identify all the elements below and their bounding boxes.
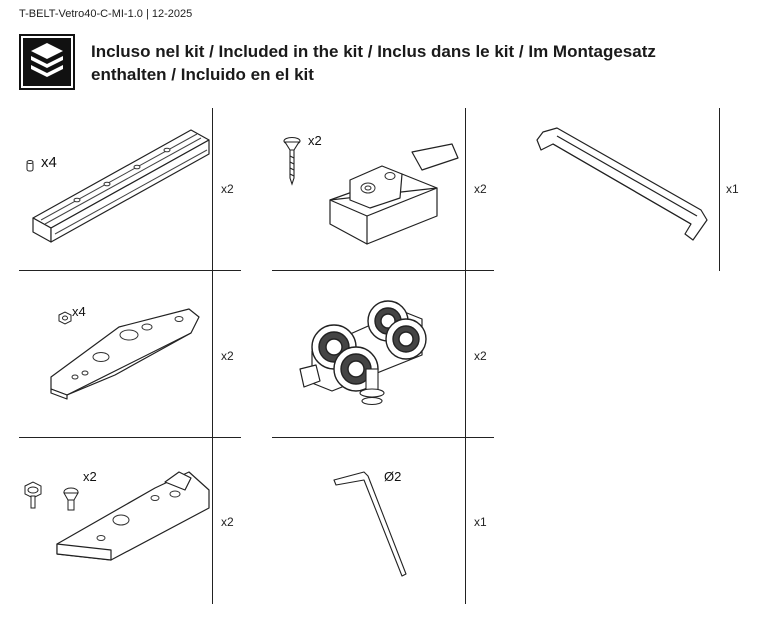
grid-divider <box>465 108 466 604</box>
grid-divider <box>719 108 720 271</box>
part-mounting-plate: x4 <box>19 271 212 437</box>
page-title: Incluso nel kit / Included in the kit / … <box>91 42 656 84</box>
part-aluminum-track: x4 <box>19 108 212 270</box>
part-callout: x4 <box>41 154 57 171</box>
grid-divider <box>272 270 494 271</box>
quantity-label: x1 <box>726 182 739 196</box>
aluminum-track-illustration <box>26 129 210 243</box>
grid-divider <box>272 437 494 438</box>
grid-divider <box>19 437 241 438</box>
hex-key-illustration <box>333 471 407 577</box>
part-callout: x4 <box>72 304 86 319</box>
bracket-illustration <box>283 136 459 245</box>
part-callout: x2 <box>308 133 322 148</box>
end-stop-block-illustration <box>24 471 210 561</box>
quantity-label: x2 <box>221 515 234 529</box>
part-callout: x2 <box>83 469 97 484</box>
document-code: T-BELT-Vetro40-C-MI-1.0 | 12-2025 <box>19 8 193 20</box>
box-parts-icon <box>19 34 75 90</box>
part-callout: Ø2 <box>384 469 402 484</box>
quantity-label: x2 <box>474 182 487 196</box>
roller-carriage-illustration <box>299 300 427 406</box>
part-roller-carriage <box>272 271 465 437</box>
grid-divider <box>212 108 213 604</box>
quantity-label: x2 <box>221 349 234 363</box>
mounting-plate-illustration <box>50 308 200 400</box>
quantity-label: x2 <box>221 182 234 196</box>
quantity-label: x1 <box>474 515 487 529</box>
part-channel-profile <box>525 108 719 270</box>
part-end-stop-block: x2 <box>19 438 212 604</box>
grid-divider <box>19 270 241 271</box>
part-bracket-with-screw: x2 <box>272 108 465 270</box>
quantity-label: x2 <box>474 349 487 363</box>
channel-profile-illustration <box>536 127 708 241</box>
part-hex-key: Ø2 <box>272 438 465 604</box>
